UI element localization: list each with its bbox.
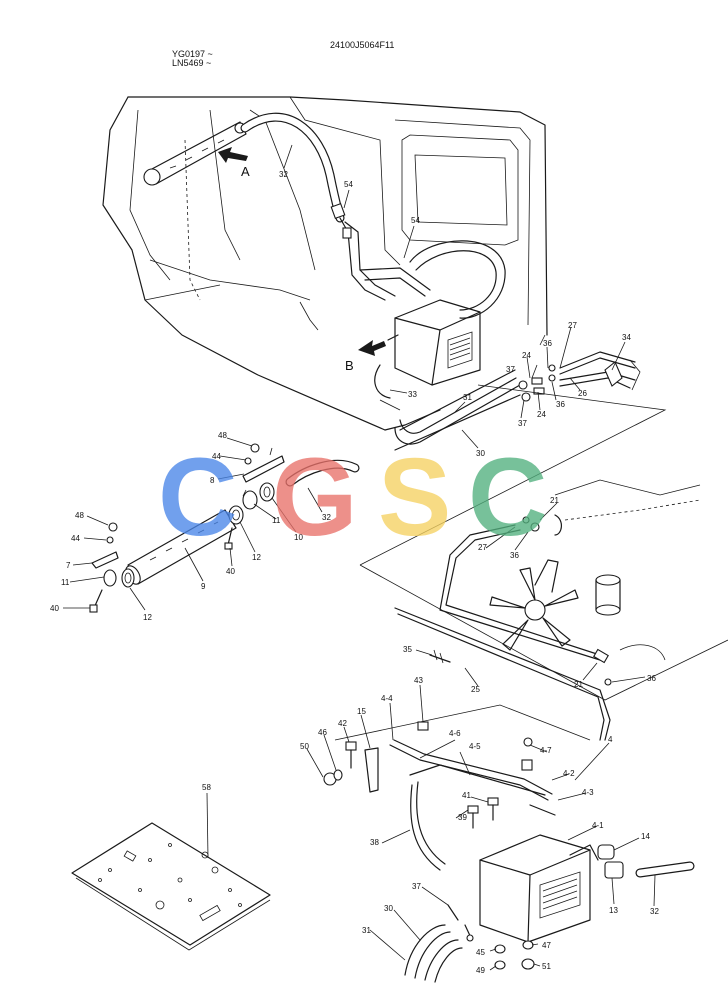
section-frame-mid — [359, 384, 667, 566]
callout-51: 51 — [542, 962, 551, 971]
callout-48: 48 — [218, 431, 227, 440]
callout-46: 46 — [318, 728, 327, 737]
callout-39: 39 — [458, 813, 467, 822]
callout-49: 49 — [476, 966, 485, 975]
callout-21: 21 — [574, 680, 583, 689]
callout-32: 32 — [322, 513, 331, 522]
callout-leaders — [63, 144, 656, 971]
heater-assembly-lower — [323, 721, 695, 983]
callout-50: 50 — [300, 742, 309, 751]
callout-13: 13 — [609, 906, 618, 915]
heater-unit-upper — [374, 299, 481, 399]
callout-25: 25 — [471, 685, 480, 694]
callout-44: 44 — [212, 452, 221, 461]
callout-4-1: 4-1 — [592, 821, 604, 830]
callout-4-7: 4-7 — [540, 746, 552, 755]
callout-32: 32 — [279, 170, 288, 179]
callout-27: 27 — [478, 543, 487, 552]
callout-4-6: 4-6 — [449, 729, 461, 738]
callout-21: 21 — [550, 496, 559, 505]
callout-31: 31 — [362, 926, 371, 935]
callout-labels: 32 54 54 33 31 30 37 24 36 27 26 34 37 2… — [50, 170, 659, 975]
engine-section — [359, 479, 728, 741]
callout-44: 44 — [71, 534, 80, 543]
callout-40: 40 — [50, 604, 59, 613]
callout-14: 14 — [641, 832, 650, 841]
callout-30: 30 — [384, 904, 393, 913]
callout-24: 24 — [537, 410, 546, 419]
hoses-30-31 — [379, 369, 521, 451]
callout-7: 7 — [66, 561, 71, 570]
callout-36: 36 — [543, 339, 552, 348]
callout-4: 4 — [608, 735, 613, 744]
callout-4-2: 4-2 — [563, 769, 575, 778]
heater-hoses-cab — [330, 202, 506, 319]
callout-41: 41 — [462, 791, 471, 800]
callout-34: 34 — [622, 333, 631, 342]
callout-15: 15 — [357, 707, 366, 716]
cab-outline — [102, 96, 548, 431]
callout-12: 12 — [252, 553, 261, 562]
callout-4-5: 4-5 — [469, 742, 481, 751]
callout-31: 31 — [463, 393, 472, 402]
callout-45: 45 — [476, 948, 485, 957]
part-code: 24100J5064F11 — [330, 40, 394, 50]
callout-11: 11 — [61, 578, 70, 587]
watermark-letter-c2: C — [468, 436, 547, 559]
callout-24: 24 — [522, 351, 531, 360]
view-arrow-b — [358, 340, 386, 356]
callout-30: 30 — [476, 449, 485, 458]
section-frame-lower — [334, 704, 591, 741]
callout-37: 37 — [506, 365, 515, 374]
callout-36: 36 — [510, 551, 519, 560]
callout-48: 48 — [75, 511, 84, 520]
callout-58: 58 — [202, 783, 211, 792]
pipes-26-27-34 — [559, 351, 641, 391]
hose-32-upper — [240, 112, 345, 223]
callout-37: 37 — [412, 882, 421, 891]
callout-40: 40 — [226, 567, 235, 576]
watermark-letter-c1: C — [158, 436, 237, 559]
serial-range-1: YG0197 ~ — [172, 49, 213, 59]
callout-54: 54 — [344, 180, 353, 189]
callout-8: 8 — [210, 476, 215, 485]
callout-42: 42 — [338, 719, 347, 728]
callout-9: 9 — [201, 582, 206, 591]
callout-12: 12 — [143, 613, 152, 622]
view-label-b: B — [345, 358, 354, 373]
callout-47: 47 — [542, 941, 551, 950]
floor-plate — [71, 822, 271, 951]
callout-11: 11 — [272, 516, 281, 525]
callout-43: 43 — [414, 676, 423, 685]
callout-27: 27 — [568, 321, 577, 330]
callout-26: 26 — [578, 389, 587, 398]
callout-38: 38 — [370, 838, 379, 847]
watermark-letter-g: G — [272, 436, 358, 559]
duct-assembly — [89, 443, 360, 613]
callout-33: 33 — [408, 390, 417, 399]
connectors-24-37 — [518, 364, 556, 402]
callout-32: 32 — [650, 907, 659, 916]
callout-10: 10 — [294, 533, 303, 542]
callout-4-4: 4-4 — [381, 694, 393, 703]
watermark-logo: C G S C — [158, 436, 547, 559]
serial-range-2: LN5469 ~ — [172, 58, 211, 68]
view-label-a: A — [241, 164, 250, 179]
callout-36: 36 — [647, 674, 656, 683]
callout-54: 54 — [411, 216, 420, 225]
callout-35: 35 — [403, 645, 412, 654]
watermark-letter-s: S — [378, 436, 451, 559]
callout-4-3: 4-3 — [582, 788, 594, 797]
view-arrow-a — [218, 147, 248, 163]
callout-36: 36 — [556, 400, 565, 409]
callout-37: 37 — [518, 419, 527, 428]
